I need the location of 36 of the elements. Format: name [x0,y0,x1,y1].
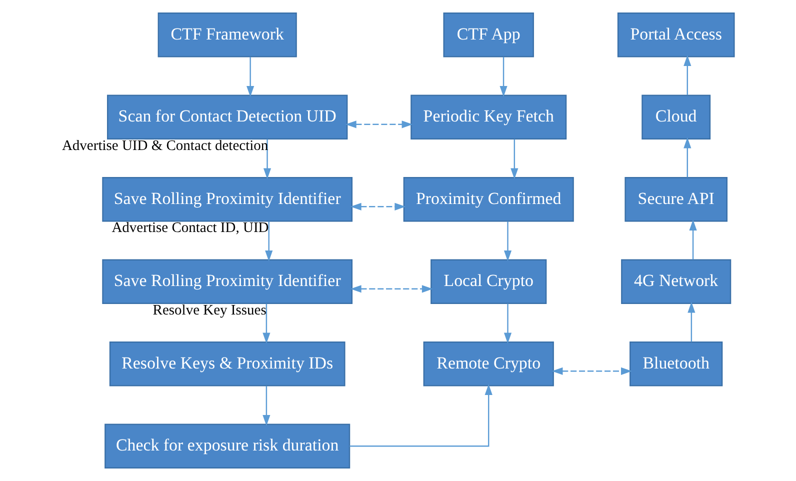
arrow [264,221,272,262]
node-box: Proximity Confirmed [402,177,574,222]
node-box: Portal Access [616,12,734,58]
node-box: CTF App [442,12,534,58]
node-box: CTF Framework [157,12,296,58]
arrow [499,56,507,97]
arrow [683,55,691,96]
node-box: 4G Network [620,259,731,304]
arrow [688,220,696,260]
arrow [510,139,518,180]
arrow [344,120,412,128]
arrow [503,221,512,262]
arrow [246,56,254,97]
node-box: Secure API [624,177,727,222]
arrow [350,202,406,210]
edge-label: Resolve Key Issues [152,302,266,318]
arrow [262,386,270,426]
arrow [350,285,432,293]
node-box: Cloud [641,94,710,140]
node-box: Periodic Key Fetch [410,94,566,140]
arrow [551,367,632,375]
edge-label: Advertise Contact ID, UID [111,220,268,236]
node-box: Local Crypto [430,259,546,304]
arrow [262,304,270,344]
arrow [687,302,695,342]
node-box: Save Rolling Proximity Identifier [102,177,352,222]
arrow [349,384,492,447]
arrow [503,304,512,344]
arrow [262,139,271,180]
node-box: Bluetooth [629,342,722,386]
node-box: Scan for Contact Detection UID [106,94,348,140]
node-box: Save Rolling Proximity Identifier [102,259,352,304]
arrow [683,137,691,178]
node-box: Remote Crypto [422,342,554,386]
node-box: Resolve Keys & Proximity IDs [108,342,345,386]
node-box: Check for exposure risk duration [104,424,350,468]
